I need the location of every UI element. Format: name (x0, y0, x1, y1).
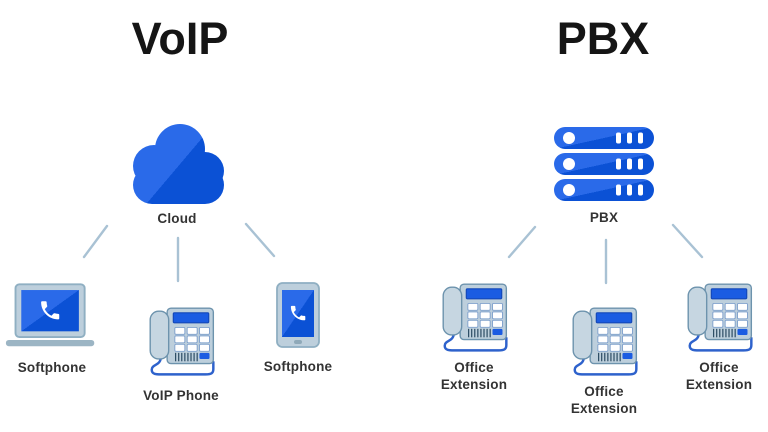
phone-handset-icon (41, 301, 60, 320)
desk-phone-icon (442, 283, 508, 352)
softphone-label: Softphone (263, 359, 333, 374)
office-extension-node: Office Extension (677, 278, 761, 394)
connector-line (244, 222, 276, 258)
office-extension-node: Office Extension (562, 302, 646, 418)
cloud-icon (133, 124, 224, 204)
office-extension-label: Office Extension (570, 384, 638, 416)
cloud-node: Cloud (118, 116, 236, 228)
office-extension-label: Office Extension (685, 360, 753, 392)
connector-line (82, 224, 109, 259)
office-extension-label: Office Extension (440, 360, 508, 392)
desk-phone-icon (149, 307, 215, 376)
voip-phone-node: VoIP Phone (131, 302, 231, 405)
softphone-label: Softphone (17, 360, 87, 375)
server-stack-icon (554, 127, 654, 201)
connector-line (671, 223, 704, 259)
voip-title: VoIP (131, 13, 229, 64)
softphone-laptop-node: Softphone (2, 283, 102, 377)
smartphone-softphone-icon (276, 282, 320, 348)
pbx-title: PBX (556, 13, 650, 64)
office-extension-node: Office Extension (432, 278, 516, 394)
pbx-server-node: PBX (554, 127, 654, 227)
cloud-label: Cloud (157, 211, 197, 226)
phone-handset-icon (290, 305, 306, 321)
desk-phone-icon (687, 283, 753, 352)
softphone-mobile-node: Softphone (248, 282, 348, 376)
laptop-softphone-icon (5, 283, 95, 347)
connector-line (507, 225, 537, 259)
pbx-label: PBX (589, 210, 619, 225)
desk-phone-icon (572, 307, 638, 376)
voip-phone-label: VoIP Phone (143, 388, 219, 403)
